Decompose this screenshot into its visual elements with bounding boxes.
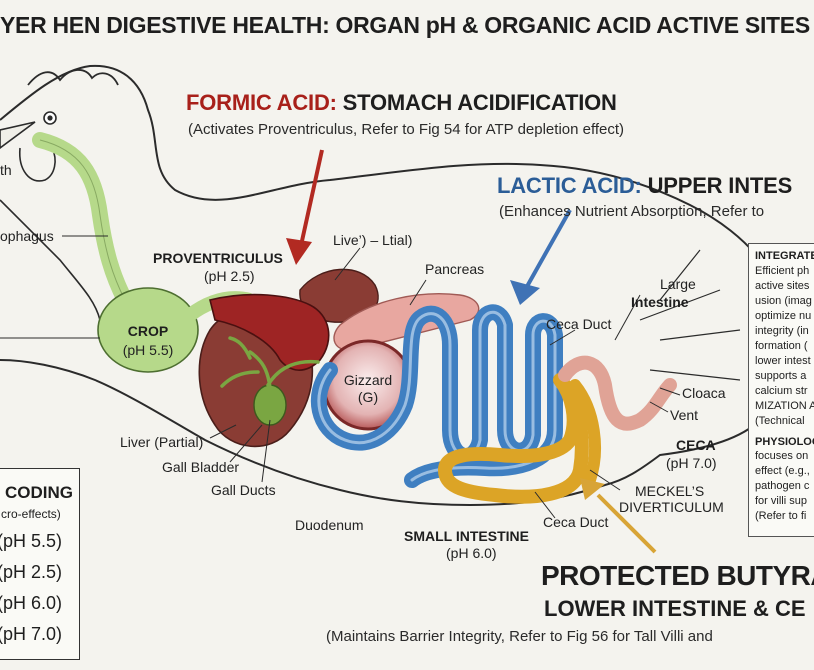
label-ceca: CECA	[676, 437, 716, 453]
label-diverticulum: DIVERTICULUM	[619, 499, 724, 515]
panel-line-a-2: usion (imag	[755, 295, 812, 307]
leader-lines	[0, 235, 681, 519]
proventriculus	[209, 293, 330, 371]
lactic-callout-heading: LACTIC ACID: UPPER INTES	[497, 173, 792, 199]
legend-item-0: (pH 5.5)	[0, 531, 63, 551]
label-intestine: Intestine	[631, 294, 689, 310]
legend-item-1: (pH 2.5)	[0, 562, 63, 582]
lactic-acid-effect: UPPER INTES	[641, 173, 793, 198]
panel-line-a-10: (Technical	[755, 415, 805, 427]
hen-neck-outline	[0, 199, 101, 321]
legend-item-2: (pH 6.0)	[0, 593, 63, 613]
label-vent: Vent	[670, 407, 699, 423]
label-ceca-duct-top: Ceca Duct	[546, 316, 612, 332]
label-gall-ducts: Gall Ducts	[211, 482, 276, 498]
butyrate-arrow	[596, 493, 657, 554]
label-gall-bladder: Gall Bladder	[162, 459, 240, 475]
formic-acid-name: FORMIC ACID:	[186, 90, 337, 115]
butyrate-arrowhead	[580, 478, 605, 500]
panel-line-a-0: Efficient ph	[755, 265, 810, 277]
panel-line-a-4: integrity (in	[755, 325, 809, 337]
butyrate-callout-line2: LOWER INTESTINE & CE	[544, 596, 806, 621]
panel-line-a-1: active sites	[755, 280, 810, 292]
hen-comb	[27, 69, 119, 86]
lactic-arrow	[523, 209, 572, 291]
lactic-arrowhead	[510, 280, 540, 305]
panel-line-a-7: supports a	[755, 370, 807, 382]
panel-line-a-8: calcium str	[755, 385, 808, 397]
label-gizzard: Gizzard	[343, 372, 393, 388]
butyrate-callout-line1: PROTECTED BUTYRAT	[541, 560, 814, 591]
panel-line-a-3: optimize nu	[755, 310, 812, 322]
butyrate-callout-subtitle: (Maintains Barrier Integrity, Refer to F…	[326, 628, 713, 645]
label-esophagus: ophagus	[0, 228, 54, 244]
panel-line-a-6: lower intest	[755, 355, 811, 367]
panel-line-a-9: MIZATION A	[755, 400, 814, 412]
page-title: YER HEN DIGESTIVE HEALTH: ORGAN pH & ORG…	[0, 12, 810, 38]
panel-line-b-2: pathogen c	[755, 480, 810, 492]
panel-line-b-1: effect (e.g.,	[755, 465, 810, 477]
label-proventriculus: PROVENTRICULUS	[153, 250, 283, 266]
label-beak-mouth: th	[0, 162, 12, 178]
panel-line-b-3: for villi sup	[755, 495, 807, 507]
formic-arrow	[298, 149, 324, 251]
label-ceca-ph: (pH 7.0)	[666, 455, 717, 471]
label-liver-top: Live’) – Ltial)	[333, 232, 413, 248]
esophagus	[32, 132, 133, 308]
beak	[0, 121, 36, 149]
label-small-intestine: SMALL INTESTINE	[404, 528, 529, 544]
gall-bladder	[253, 384, 287, 426]
formic-acid-effect: STOMACH ACIDIFICATION	[336, 90, 617, 115]
panel-line-b-4: (Refer to fi	[755, 510, 807, 522]
label-meckels: MECKEL’S	[635, 483, 705, 499]
gall-ducts	[220, 336, 320, 390]
panel-line-a-5: formation (	[755, 340, 808, 352]
label-gizzard-g: (G)	[357, 389, 379, 405]
wattle	[19, 147, 56, 182]
ceca	[437, 373, 589, 504]
integration-side-panel: INTEGRATE Efficient ph active sites usion …	[748, 243, 814, 537]
label-large: Large	[660, 276, 696, 292]
panel-heading-integrated: INTEGRATE	[755, 250, 814, 262]
lactic-callout-subtitle: (Enhances Nutrient Absorption, Refer to	[499, 203, 765, 220]
legend-item-3: (pH 7.0)	[0, 624, 63, 644]
lactic-acid-name: LACTIC ACID:	[497, 173, 642, 198]
crop	[97, 287, 199, 373]
legend-subtitle: cro-effects)	[1, 507, 61, 521]
label-crop-ph: (pH 5.5)	[122, 342, 174, 358]
formic-callout-subtitle: (Activates Proventriculus, Refer to Fig …	[188, 121, 625, 138]
formic-callout-heading: FORMIC ACID: STOMACH ACIDIFICATION	[186, 90, 617, 116]
label-liver-partial: Liver (Partial)	[120, 434, 204, 450]
panel-line-b-0: focuses on	[755, 450, 809, 462]
label-duodenum: Duodenum	[295, 517, 364, 533]
color-coding-legend: CODING cro-effects) (pH 5.5) (pH 2.5) (pH …	[0, 468, 80, 660]
label-proventriculus-ph: (pH 2.5)	[204, 268, 255, 284]
large-intestine	[558, 355, 677, 431]
label-crop: CROP	[127, 323, 169, 339]
label-small-intestine-ph: (pH 6.0)	[446, 545, 497, 561]
label-cloaca: Cloaca	[682, 385, 726, 401]
legend-title: CODING	[5, 483, 73, 502]
formic-arrowhead	[286, 238, 312, 265]
tail-feathers	[639, 249, 741, 381]
label-ceca-duct-bottom: Ceca Duct	[543, 514, 609, 530]
panel-heading-physiology: PHYSIOLOG	[755, 436, 814, 448]
label-pancreas: Pancreas	[425, 261, 485, 277]
